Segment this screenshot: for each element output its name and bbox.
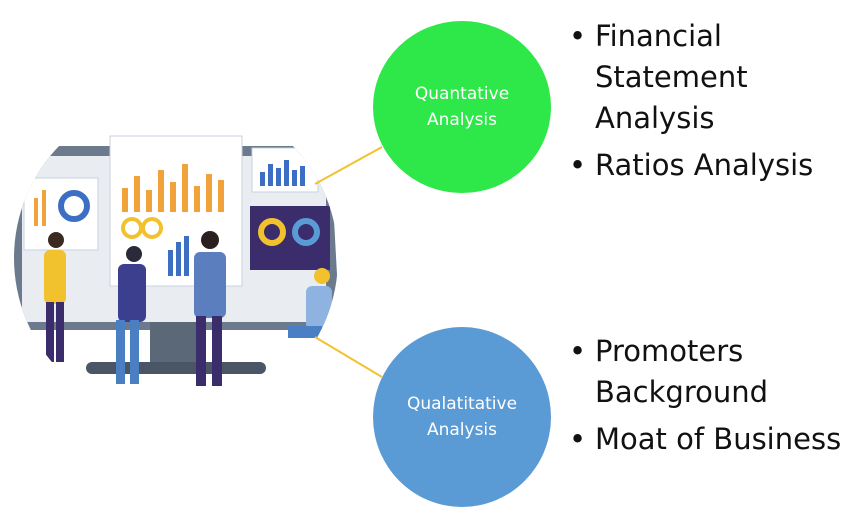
monitor-base xyxy=(86,362,266,374)
donut-icon xyxy=(292,218,320,246)
analytics-team-illustration xyxy=(14,96,338,420)
ring-icon xyxy=(141,217,163,239)
quantitative-analysis-node: Quantative Analysis xyxy=(373,21,551,193)
quantitative-bullet-list: Financial Statement Analysis Ratios Anal… xyxy=(569,16,844,192)
connector-line-qualitative xyxy=(314,336,383,378)
pie-icon xyxy=(58,190,90,222)
person-woman-right xyxy=(288,268,332,338)
bullet-item: Promoters Background xyxy=(569,331,844,413)
bullet-item: Financial Statement Analysis xyxy=(569,16,844,139)
qualitative-analysis-node: Qualatitative Analysis xyxy=(373,327,551,507)
bullet-item: Ratios Analysis xyxy=(569,145,844,186)
node-label-line: Analysis xyxy=(426,420,498,440)
node-label-line: Analysis xyxy=(426,110,498,130)
orange-bar-chart xyxy=(122,164,224,212)
small-blue-bars xyxy=(260,160,305,186)
monitor-stand xyxy=(150,322,202,366)
qualitative-bullet-list: Promoters Background Moat of Business xyxy=(569,331,844,466)
person-woman-left xyxy=(44,232,66,362)
node-label-line: Qualatitative xyxy=(406,394,518,414)
bar-mark xyxy=(34,198,38,226)
donut-icon xyxy=(258,218,286,246)
connector-line-quantitative xyxy=(314,146,383,185)
blue-bar-chart xyxy=(168,236,189,276)
bar-mark xyxy=(42,190,46,226)
person-man-pointing xyxy=(116,246,146,384)
bullet-item: Moat of Business xyxy=(569,419,844,460)
person-man-center xyxy=(194,231,226,386)
node-label-line: Quantative xyxy=(414,84,510,104)
